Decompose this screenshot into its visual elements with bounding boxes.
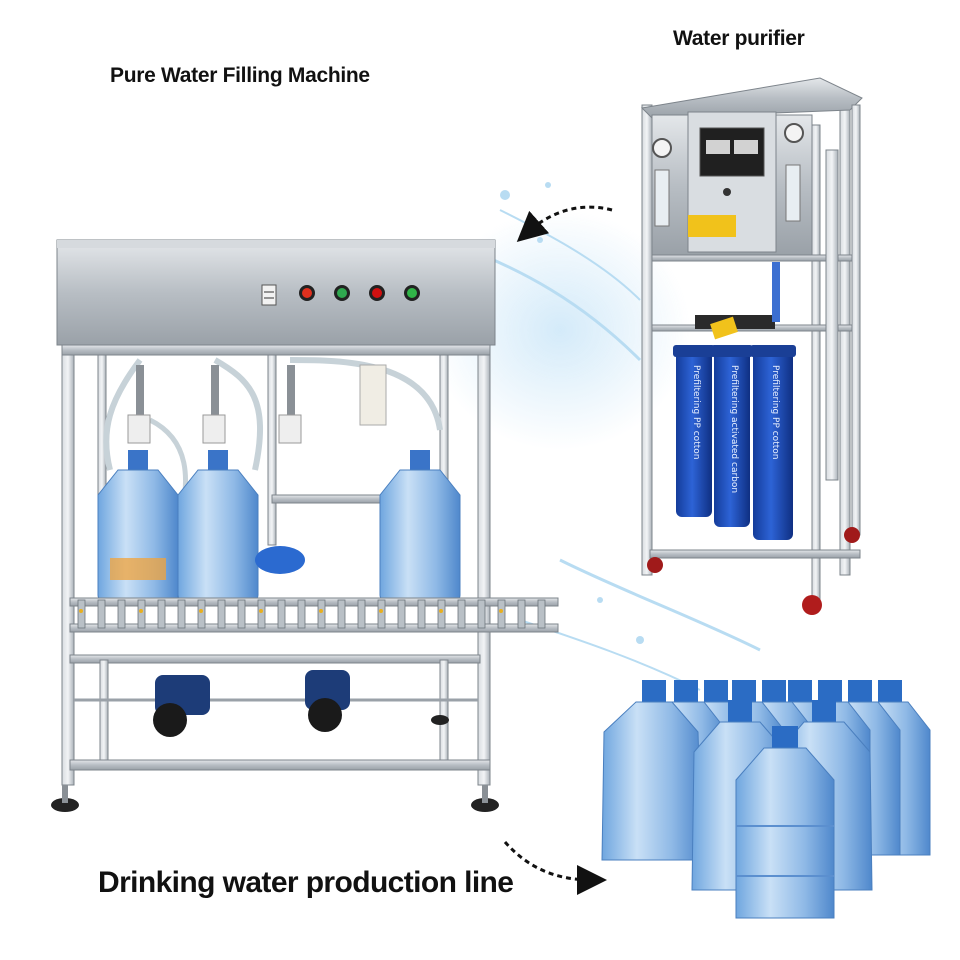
pumps	[153, 670, 350, 737]
water-bottles-group	[601, 680, 931, 919]
filling-machine	[51, 239, 559, 812]
filter-text-2: Prefiltering activated carbon	[729, 365, 739, 493]
roller-conveyor	[69, 597, 559, 633]
filter-housings: Prefiltering PP cotton Prefiltering acti…	[673, 345, 796, 540]
fill-valves	[127, 364, 387, 444]
filter-text-1: Prefiltering PP cotton	[691, 365, 701, 459]
production-line-label: Drinking water production line	[98, 866, 514, 899]
filling-machine-label: Pure Water Filling Machine	[110, 64, 370, 87]
arrow-to-bottles	[503, 841, 607, 895]
bottles-on-conveyor	[97, 450, 461, 601]
filter-text-3: Prefiltering PP cotton	[770, 365, 780, 459]
water-purifier: Prefiltering PP cotton Prefiltering acti…	[640, 77, 863, 615]
control-buttons	[299, 285, 420, 301]
water-purifier-label: Water purifier	[673, 27, 805, 50]
